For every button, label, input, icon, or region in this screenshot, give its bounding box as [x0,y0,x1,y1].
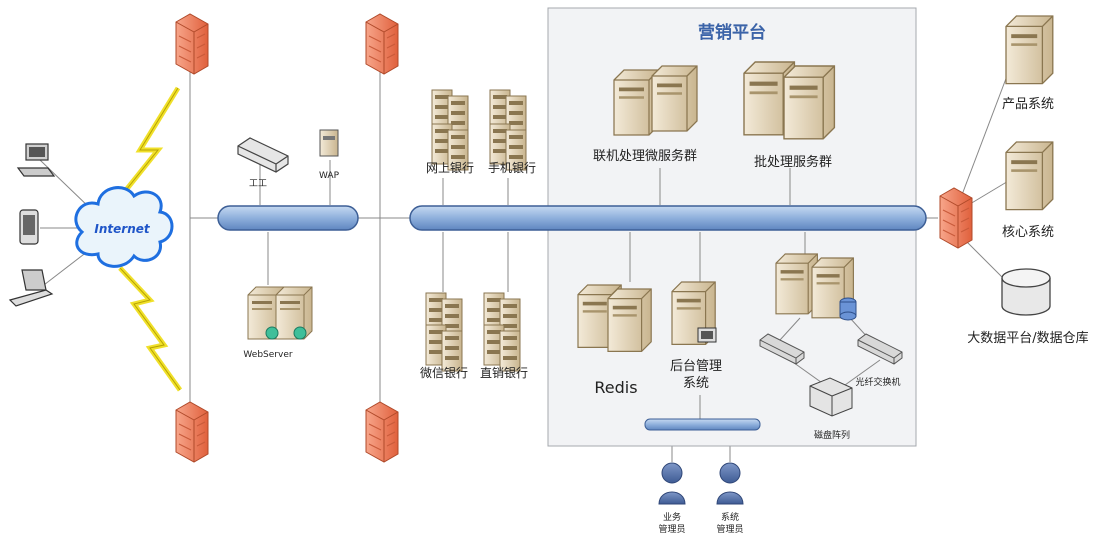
platform-title: 营销平台 [698,22,766,43]
desktop-computer-icon [16,143,56,177]
laptop-icon [8,269,54,307]
business-admin-line1: 业务 [663,511,681,523]
business-admin-icon [658,462,686,505]
mobile-bank-label: 手机银行 [488,161,536,175]
webserver-icon [247,286,313,340]
product-system-icon [1005,15,1054,85]
internet-cloud-icon [74,186,174,268]
product-system-label: 产品系统 [1002,97,1054,112]
admin-bus [644,418,761,431]
disk-array-label: 磁盘阵列 [814,429,850,441]
online-cluster-icon [613,65,698,136]
bigdata-label: 大数据平台/数据仓库 [967,330,1088,346]
disk-array-icon [809,377,853,417]
firewall-bottom-left-icon [175,401,209,463]
core-system-icon [1005,141,1054,211]
batch-cluster-label: 批处理服务群 [754,154,832,170]
batch-cluster-icon [743,61,836,140]
fc-switch-label: 光纤交换机 [855,376,900,388]
firewall-top-left-icon [175,13,209,75]
internet-label: Internet [94,222,150,236]
mobile-bank-server-icon [489,89,527,171]
network-device-icon [237,137,289,173]
online-bank-label: 网上银行 [426,161,474,175]
redis-label: Redis [594,378,637,397]
system-admin-line1: 系统 [721,511,739,523]
system-admin-icon [716,462,744,505]
online-bank-server-icon [431,89,469,171]
admin-system-icon [671,281,717,345]
mobile-phone-icon [19,209,39,245]
direct-bank-server-icon [483,292,521,372]
device-b-label: WAP [319,171,340,181]
direct-bank-label: 直销银行 [480,366,528,380]
system-admin-line2: 管理员 [716,523,743,535]
platform-lines [629,168,881,422]
firewall-top-mid-icon [365,13,399,75]
business-admin-line2: 管理员 [658,523,685,535]
admin-label-line2: 系统 [683,376,709,391]
core-system-label: 核心系统 [1002,225,1054,240]
storage-cluster-icon [775,253,857,321]
admin-label-line1: 后台管理 [670,359,722,374]
webserver-label: WebServer [243,350,292,360]
wechat-bank-label: 微信银行 [420,366,468,380]
wechat-bank-server-icon [425,292,463,372]
lightning-bottom-icon [118,266,183,392]
firewall-right-icon [939,187,973,249]
device-a-label: 工工 [249,179,267,189]
online-cluster-label: 联机处理微服务群 [593,148,697,164]
redis-server-icon [577,284,652,352]
main-bus [409,205,927,231]
left-bus [217,205,359,231]
database-icon [1001,268,1051,316]
firewall-bottom-mid-icon [365,401,399,463]
wap-device-icon [319,129,339,157]
